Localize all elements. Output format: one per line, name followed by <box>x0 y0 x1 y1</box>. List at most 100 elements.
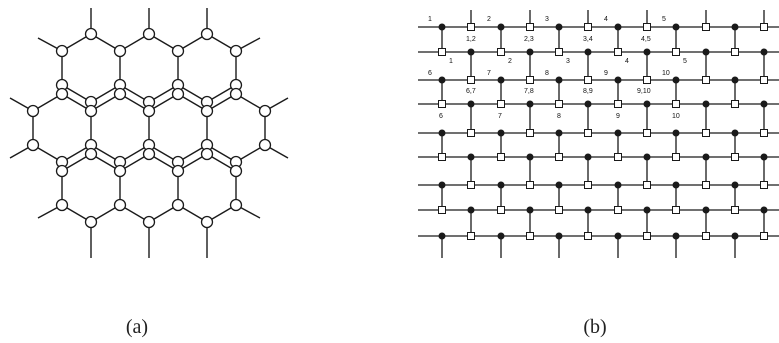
pair-label: 7,8 <box>524 88 534 95</box>
lattice-node <box>113 164 127 178</box>
open-node <box>643 76 651 84</box>
open-node <box>731 206 739 214</box>
lattice-node <box>26 104 40 118</box>
open-node <box>760 181 768 189</box>
filled-node <box>731 23 739 31</box>
open-node <box>760 232 768 240</box>
filled-node <box>614 129 622 137</box>
lattice-node <box>142 27 156 41</box>
site-label: 7 <box>487 70 491 77</box>
lattice-node <box>142 104 156 118</box>
open-node <box>438 206 446 214</box>
filled-node <box>497 129 505 137</box>
filled-node <box>555 76 563 84</box>
site-label: 8 <box>557 113 561 120</box>
filled-node <box>438 232 446 240</box>
filled-node <box>702 48 710 56</box>
lattice-node <box>142 215 156 229</box>
filled-node <box>526 100 534 108</box>
site-label: 3 <box>566 58 570 65</box>
site-label: 9 <box>616 113 620 120</box>
site-label: 4 <box>604 16 608 23</box>
open-node <box>526 181 534 189</box>
lattice-node <box>26 138 40 152</box>
pair-label: 1,2 <box>466 36 476 43</box>
open-node <box>760 76 768 84</box>
open-node <box>702 76 710 84</box>
open-node <box>702 181 710 189</box>
filled-node <box>497 76 505 84</box>
filled-node <box>438 129 446 137</box>
site-label: 1 <box>449 58 453 65</box>
lattice-node <box>229 87 243 101</box>
open-node <box>614 48 622 56</box>
filled-node <box>643 48 651 56</box>
open-node <box>467 76 475 84</box>
filled-node <box>467 100 475 108</box>
filled-node <box>760 48 768 56</box>
lattice-node <box>200 147 214 161</box>
open-node <box>555 100 563 108</box>
open-node <box>555 206 563 214</box>
filled-node <box>672 129 680 137</box>
lattice-node <box>200 27 214 41</box>
filled-node <box>731 129 739 137</box>
open-node <box>497 48 505 56</box>
open-node <box>643 181 651 189</box>
site-label: 10 <box>662 70 670 77</box>
site-label: 8 <box>545 70 549 77</box>
filled-node <box>584 206 592 214</box>
open-node <box>526 129 534 137</box>
filled-node <box>702 100 710 108</box>
lattice-node <box>84 215 98 229</box>
lattice-node <box>55 164 69 178</box>
pair-label: 4,5 <box>641 36 651 43</box>
open-node <box>672 48 680 56</box>
lattice-node <box>171 198 185 212</box>
lattice-node <box>258 138 272 152</box>
filled-node <box>643 206 651 214</box>
filled-node <box>526 48 534 56</box>
filled-node <box>643 100 651 108</box>
lattice-node <box>55 44 69 58</box>
filled-node <box>584 153 592 161</box>
open-node <box>584 232 592 240</box>
lattice-node <box>171 44 185 58</box>
lattice-node <box>171 87 185 101</box>
open-node <box>555 48 563 56</box>
open-node <box>467 232 475 240</box>
open-node <box>702 232 710 240</box>
filled-node <box>467 48 475 56</box>
open-node <box>584 76 592 84</box>
filled-node <box>497 181 505 189</box>
open-node <box>467 129 475 137</box>
site-label: 3 <box>545 16 549 23</box>
filled-node <box>614 232 622 240</box>
pair-label: 9,10 <box>637 88 651 95</box>
open-node <box>497 100 505 108</box>
open-node <box>584 129 592 137</box>
filled-node <box>467 153 475 161</box>
filled-node <box>555 232 563 240</box>
site-label: 5 <box>683 58 687 65</box>
filled-node <box>614 181 622 189</box>
site-label: 6 <box>428 70 432 77</box>
lattice-node <box>113 87 127 101</box>
open-node <box>467 181 475 189</box>
open-node <box>438 153 446 161</box>
filled-node <box>467 206 475 214</box>
site-label: 10 <box>672 113 680 120</box>
filled-node <box>672 23 680 31</box>
filled-node <box>731 232 739 240</box>
filled-node <box>731 181 739 189</box>
lattice-node <box>200 215 214 229</box>
lattice-node <box>142 147 156 161</box>
filled-node <box>702 153 710 161</box>
open-node <box>614 206 622 214</box>
open-node <box>760 129 768 137</box>
filled-node <box>731 76 739 84</box>
lattice-node <box>84 27 98 41</box>
open-node <box>614 100 622 108</box>
open-node <box>702 129 710 137</box>
site-label: 5 <box>662 16 666 23</box>
